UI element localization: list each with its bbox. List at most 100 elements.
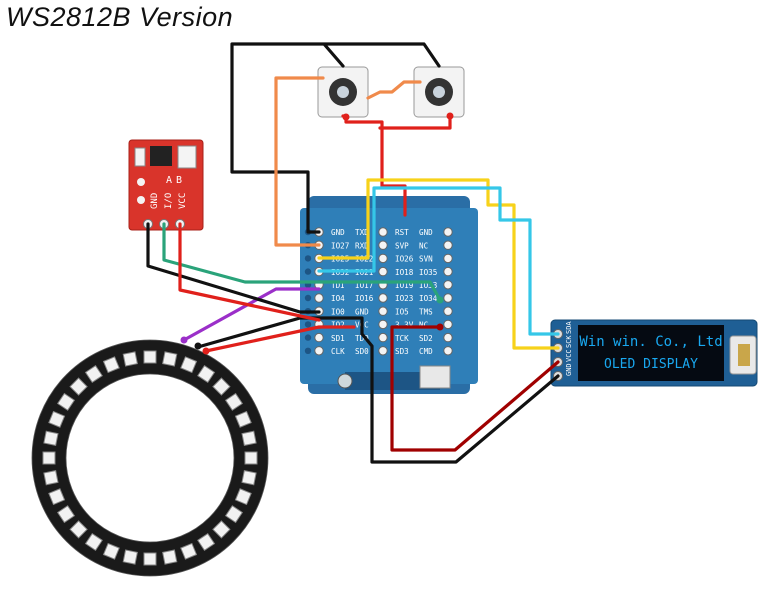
- ring-led: [57, 392, 76, 411]
- right-pin-label: TMS: [419, 307, 433, 316]
- left-pin-label: IO0: [331, 307, 345, 316]
- right-pin-hole: [378, 306, 388, 316]
- left-pin-label: CLK: [331, 347, 345, 356]
- left-pin-hole: [314, 293, 324, 303]
- right-pin-label: GND: [419, 228, 433, 237]
- right-pin-hole: [378, 293, 388, 303]
- right-pin-label: IO34: [419, 294, 438, 303]
- right-pin-label: SVP: [395, 241, 409, 250]
- right-pin-hole: [378, 240, 388, 250]
- oled-pin-sda-label: SDA: [565, 321, 573, 334]
- right-pin-hole: [378, 227, 388, 237]
- left-pin-label: IO4: [331, 294, 345, 303]
- wire-led-data: [274, 76, 422, 247]
- oled-pin-vcc-label: VCC: [565, 349, 573, 362]
- right-pin-label: CMD: [419, 347, 433, 356]
- ring-led: [180, 356, 198, 374]
- ring-led: [69, 377, 88, 396]
- right-pin-label: 3.3V: [395, 321, 414, 330]
- wires: [146, 42, 560, 464]
- left-header-hole: [304, 294, 312, 302]
- left-pin-hole: [314, 332, 324, 343]
- right-pin-label: IO19: [395, 281, 414, 290]
- right-pin-label: TCK: [395, 334, 409, 343]
- right-pin-label: IO18: [395, 268, 414, 277]
- ring-led: [102, 542, 120, 560]
- wire-oled-sck: [317, 178, 560, 350]
- left-pin-label: GND: [331, 228, 345, 237]
- right-pin-hole: [378, 253, 388, 264]
- right-pin-label: IO35: [419, 268, 437, 277]
- right-pin-label: SD3: [395, 347, 409, 356]
- oled-pin-sck-label: SCK: [565, 335, 573, 348]
- right-pin-hole: [378, 266, 388, 277]
- sensor-pin-vcc-label: VCC: [178, 193, 188, 209]
- sensor-pin-io-label: I/O: [164, 193, 174, 209]
- ring-led: [122, 549, 138, 565]
- left-header-hole: [304, 255, 312, 262]
- right-pin-label: SD2: [419, 334, 433, 343]
- oled-line-2: OLED DISPLAY: [604, 357, 698, 372]
- right-pin-hole: [378, 319, 388, 330]
- ring-led: [48, 488, 66, 506]
- right-header-hole: [443, 332, 453, 343]
- ring-led: [162, 351, 178, 367]
- wire-ring-data: [182, 287, 321, 342]
- touch-sensor: A B GND I/O VCC: [128, 139, 204, 231]
- left-pin-hole: [314, 346, 324, 356]
- left-header-hole: [304, 268, 312, 275]
- left-pin-label: TXD: [355, 228, 369, 237]
- ring-led: [57, 505, 76, 524]
- right-header-hole: [443, 346, 453, 356]
- right-pin-label: IO33: [419, 281, 437, 290]
- left-pin-label: IO17: [355, 281, 373, 290]
- right-pin-label: NC: [419, 321, 428, 330]
- right-pin-label: SVN: [419, 255, 433, 264]
- ws2812b-led-2: [413, 66, 465, 118]
- oled-display: Win win. Co., Ltd OLED DISPLAY SDA SCK V…: [550, 319, 758, 387]
- ring-led: [102, 356, 120, 374]
- left-pin-label: IO2: [331, 321, 345, 330]
- ring-led: [234, 488, 252, 506]
- right-header-hole: [443, 253, 453, 264]
- ring-led: [84, 532, 103, 551]
- left-pin-label: TDI: [331, 281, 345, 290]
- sensor-label-b: B: [176, 175, 182, 186]
- left-pin-label: SD1: [331, 334, 345, 343]
- sensor-label-a: A: [166, 175, 172, 186]
- ring-led: [197, 532, 216, 551]
- left-pin-label: IO27: [331, 241, 349, 250]
- right-header-hole: [443, 306, 453, 316]
- right-header-hole: [443, 319, 453, 330]
- right-header-hole: [443, 240, 453, 250]
- sensor-pin-gnd-label: GND: [150, 193, 160, 209]
- oled-line-1: Win win. Co., Ltd: [579, 334, 722, 350]
- wire-oled-vcc: [390, 325, 560, 452]
- ring-led: [42, 451, 56, 465]
- ring-led: [212, 377, 231, 396]
- right-header-hole: [443, 266, 453, 277]
- wire-sensor-gnd: [146, 222, 321, 314]
- ring-led: [48, 410, 66, 428]
- ring-led: [84, 365, 103, 384]
- ring-led: [244, 451, 258, 465]
- wire-oled-sda: [317, 186, 560, 336]
- ws2812b-led-1: [317, 66, 369, 118]
- wire-sensor-vcc: [178, 222, 321, 322]
- right-header-hole: [443, 293, 453, 303]
- right-header-hole: [443, 227, 453, 237]
- wire-ring-vcc: [204, 325, 356, 353]
- ring-led: [224, 505, 243, 524]
- left-header-hole: [304, 321, 312, 328]
- ring-led: [69, 520, 88, 539]
- ring-led: [241, 430, 257, 446]
- left-header-hole: [304, 334, 312, 341]
- left-pin-label: TDO: [355, 334, 369, 343]
- right-pin-hole: [378, 346, 388, 356]
- led-ring: [31, 339, 269, 577]
- ring-led: [143, 350, 157, 364]
- diagram-title: WS2812B Version: [6, 2, 234, 32]
- ring-led: [43, 470, 59, 486]
- wire-led-gnd: [230, 42, 441, 234]
